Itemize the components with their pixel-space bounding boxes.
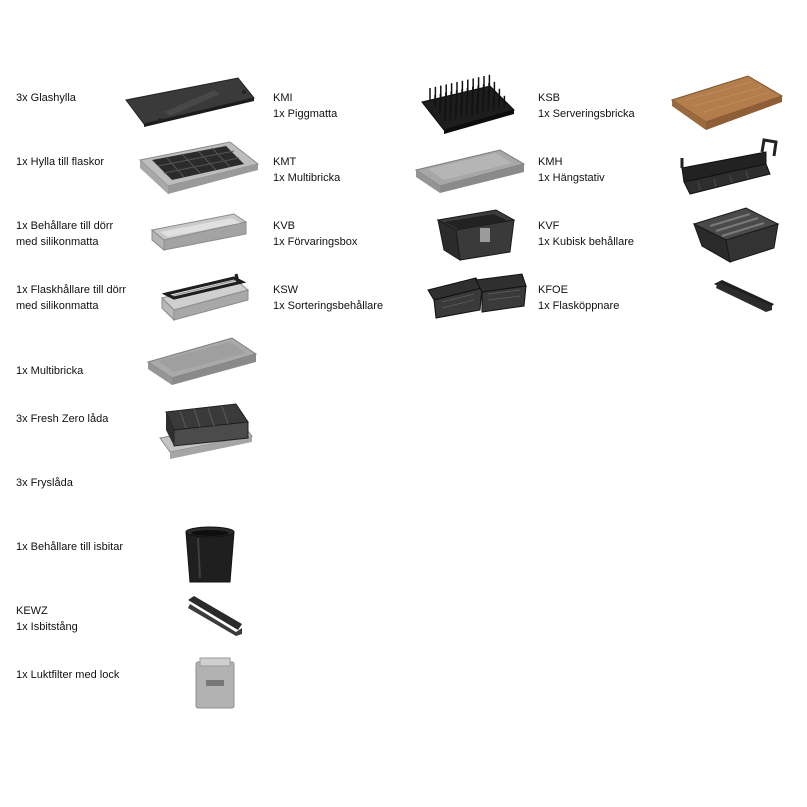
door-bottle-holder-image xyxy=(160,272,252,322)
label-kmi: KMI 1x Piggmatta xyxy=(273,92,338,120)
ice-tongs-image xyxy=(184,594,246,638)
label-kvf: KVF 1x Kubisk behållare xyxy=(538,220,635,248)
label-kfoe: KFOE 1x Flasköppnare xyxy=(538,284,620,312)
label-door-container: 1x Behållare till dörr med silikonmatta xyxy=(16,220,114,248)
label-bottle-shelf: 1x Hylla till flaskor xyxy=(16,156,105,168)
label-ksw: KSW 1x Sorteringsbehållare xyxy=(273,284,384,312)
hanging-rack-image xyxy=(678,138,778,200)
label-door-bottle-holder: 1x Flaskhållare till dörr med silikonmat… xyxy=(16,284,127,312)
door-container-image xyxy=(150,212,248,252)
label-odor-filter: 1x Luktfilter med lock xyxy=(16,669,120,681)
label-fresh-zero-drawer: 3x Fresh Zero låda xyxy=(16,413,109,425)
cubic-container-image xyxy=(692,206,782,264)
label-freezer-drawer: 3x Fryslåda xyxy=(16,477,73,489)
label-ice-tongs: KEWZ 1x Isbitstång xyxy=(16,605,78,633)
label-multitray: 1x Multibricka xyxy=(16,365,84,377)
bottle-opener-image xyxy=(712,278,776,314)
kmt-multitray-image xyxy=(414,146,526,194)
storage-box-image xyxy=(434,206,518,262)
label-kmt: KMT 1x Multibricka xyxy=(273,156,341,184)
label-glass-shelf: 3x Glashylla xyxy=(16,92,76,104)
multitray-image xyxy=(146,334,258,386)
fresh-zero-drawer-image xyxy=(156,402,254,460)
bottle-shelf-image xyxy=(138,140,260,196)
serving-tray-image xyxy=(670,72,784,132)
odor-filter-image xyxy=(192,656,238,710)
glass-shelf-image xyxy=(124,76,256,127)
spike-mat-image xyxy=(418,74,518,134)
label-kvb: KVB 1x Förvaringsbox xyxy=(273,220,358,248)
label-ice-container: 1x Behållare till isbitar xyxy=(16,541,123,553)
label-ksb: KSB 1x Serveringsbricka xyxy=(538,92,635,120)
ice-container-image xyxy=(184,526,236,584)
sorting-container-image xyxy=(426,272,528,319)
label-kmh: KMH 1x Hängstativ xyxy=(538,156,605,184)
